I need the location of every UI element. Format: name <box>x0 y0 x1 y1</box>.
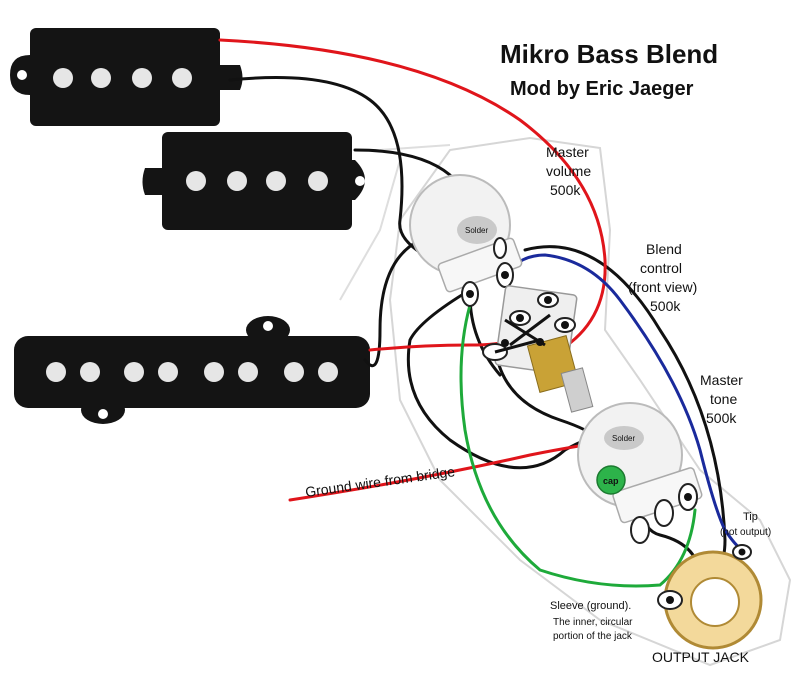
blend-control-label-line1: Blend <box>646 241 682 257</box>
tone-capacitor-label: cap <box>603 476 619 486</box>
mounting-hole <box>17 70 27 80</box>
pole-piece <box>318 362 338 382</box>
tone-lug <box>630 516 650 544</box>
master-tone-label-line1: Master <box>700 372 743 388</box>
j-bass-pickup <box>14 316 370 424</box>
tone-solder-spot <box>604 426 644 450</box>
master-volume-label-line2: volume <box>546 163 591 179</box>
tip-label-line2: (hot output) <box>720 527 771 538</box>
blend-control-label-line2: control <box>640 260 682 276</box>
mounting-hole <box>263 321 273 331</box>
pole-piece <box>132 68 152 88</box>
pole-piece <box>53 68 73 88</box>
pole-piece <box>266 171 286 191</box>
pole-piece <box>172 68 192 88</box>
sleeve-label-line2: The inner, circular <box>553 617 633 628</box>
solder-joint <box>466 290 474 298</box>
output-jack-hole <box>690 577 740 627</box>
blend-control-label-line4: 500k <box>650 298 681 314</box>
tone-solder-label: Solder <box>612 434 635 443</box>
pole-piece <box>91 68 111 88</box>
sleeve-label-line1: Sleeve (ground). <box>550 600 631 612</box>
pole-piece <box>308 171 328 191</box>
tip-label-line1: Tip <box>743 511 758 523</box>
solder-joint <box>666 596 674 604</box>
pickup-lower-body <box>162 132 352 230</box>
pole-piece <box>204 362 224 382</box>
output-jack <box>657 544 763 650</box>
pole-piece <box>80 362 100 382</box>
pole-piece <box>186 171 206 191</box>
red-wire-hot <box>218 38 607 352</box>
solder-joint <box>516 314 524 322</box>
solder-joint <box>738 548 746 556</box>
tone-lug <box>654 499 674 527</box>
solder-joint <box>684 493 692 501</box>
output-jack-label: OUTPUT JACK <box>652 649 750 665</box>
diagram-title: Mikro Bass Blend <box>500 39 718 69</box>
solder-joint <box>561 321 569 329</box>
blue-wire <box>503 253 744 552</box>
pickup-upper-mounting-ear-right <box>210 65 243 90</box>
solder-joint <box>544 296 552 304</box>
pole-piece <box>227 171 247 191</box>
diagram-subtitle: Mod by Eric Jaeger <box>510 78 694 100</box>
volume-solder-spot <box>457 216 497 244</box>
control-plate-outline <box>388 136 792 667</box>
pickguard-outline <box>339 144 451 301</box>
blend-control-label-line3: (front view) <box>628 279 697 295</box>
master-tone-pot: Solder cap <box>577 402 703 544</box>
pole-piece <box>238 362 258 382</box>
pickup-lower-mounting-ear-right <box>340 160 365 200</box>
solder-joint <box>501 271 509 279</box>
volume-lug <box>493 237 507 259</box>
master-volume-pot: Solder <box>409 174 523 307</box>
p-bass-pickup-lower <box>142 132 365 230</box>
solder-joint <box>536 338 544 346</box>
mounting-hole <box>98 409 108 419</box>
j-pickup-body <box>14 336 370 408</box>
master-volume-label-line1: Master <box>546 144 589 160</box>
master-tone-label-line3: 500k <box>706 410 737 426</box>
p-bass-pickup-upper <box>10 28 243 126</box>
mounting-hole <box>355 176 365 186</box>
pole-piece <box>158 362 178 382</box>
green-wire <box>459 303 697 588</box>
pole-piece <box>46 362 66 382</box>
solder-joint <box>501 339 509 347</box>
red-wires <box>218 38 622 502</box>
blend-pot-shaft <box>560 367 594 413</box>
pole-piece <box>124 362 144 382</box>
pickup-upper-body <box>30 28 220 126</box>
volume-solder-label: Solder <box>465 226 488 235</box>
master-tone-label-line2: tone <box>710 391 737 407</box>
black-wire <box>523 245 727 572</box>
pole-piece <box>284 362 304 382</box>
ground-wire-label: Ground wire from bridge <box>304 463 456 500</box>
master-volume-label-line3: 500k <box>550 182 581 198</box>
sleeve-label-line3: portion of the jack <box>553 631 633 642</box>
tone-capacitor <box>596 465 626 495</box>
blend-pot <box>482 285 594 413</box>
